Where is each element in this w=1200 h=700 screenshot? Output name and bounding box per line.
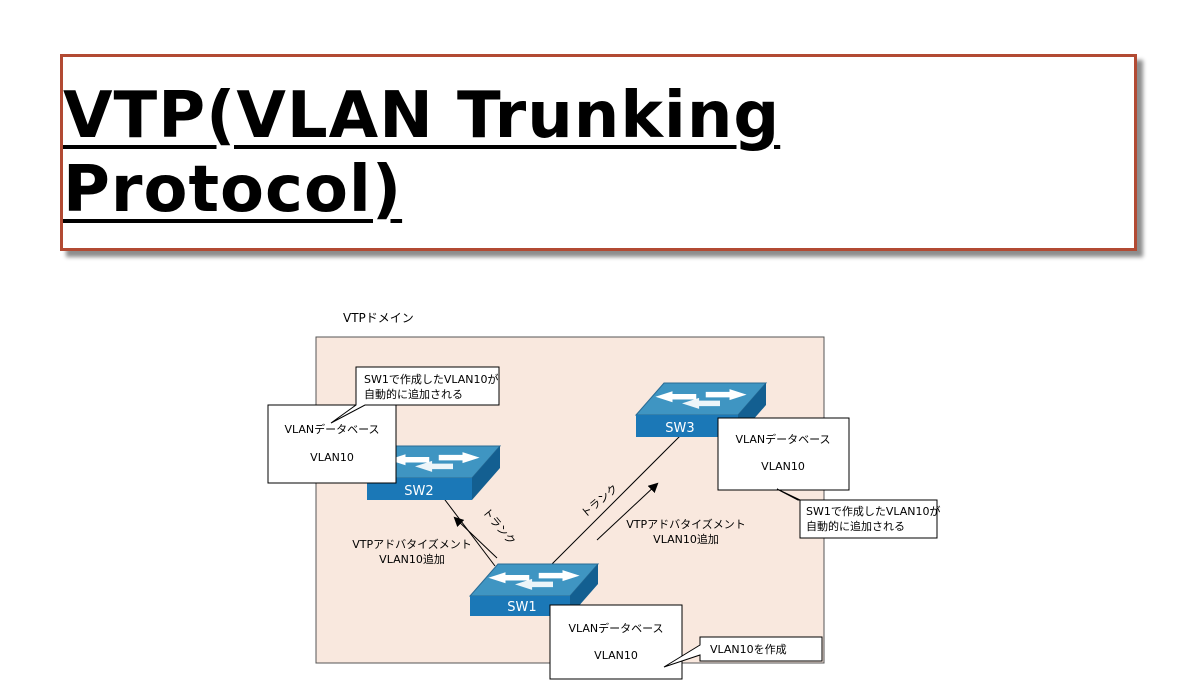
advert-arrow-to-sw2 — [453, 516, 498, 559]
vlan-database-title: VLANデータベース — [284, 422, 379, 436]
title-box: VTP(VLAN Trunking Protocol) — [60, 54, 1137, 251]
callout-sw1-text: VLAN10を作成 — [710, 643, 787, 656]
switch-sw1-label: SW1 — [507, 600, 536, 615]
vlan-database-title: VLANデータベース — [568, 621, 663, 635]
callout-sw3-line1: SW1で作成したVLAN10が — [806, 504, 941, 518]
vlan-database-entry: VLAN10 — [310, 451, 354, 464]
switch-sw2-label: SW2 — [404, 484, 433, 499]
vlan-database-sw2: VLANデータベース VLAN10 — [267, 404, 397, 484]
advert-label-left-line2: VLAN10追加 — [379, 552, 445, 566]
vlan-database-sw3: VLANデータベース VLAN10 — [717, 417, 850, 491]
switch-sw2: SW2 — [365, 445, 502, 500]
trunk-line-sw1-sw3 — [549, 435, 681, 567]
vlan-database-entry: VLAN10 — [761, 460, 805, 473]
vlan-database-entry: VLAN10 — [594, 649, 638, 662]
callout-sw2: SW1で作成したVLAN10が 自動的に追加される — [330, 366, 500, 424]
page-title: VTP(VLAN Trunking Protocol) — [63, 78, 781, 227]
switch-sw1: SW1 — [468, 563, 600, 616]
callout-sw3-line2: 自動的に追加される — [806, 519, 905, 533]
advert-arrow-to-sw3 — [596, 482, 659, 541]
vlan-database-sw1: VLANデータベース VLAN10 — [549, 604, 683, 680]
vlan-database-title: VLANデータベース — [735, 432, 830, 446]
callout-sw2-line2: 自動的に追加される — [364, 387, 463, 401]
callout-sw2-line1: SW1で作成したVLAN10が — [364, 372, 499, 386]
callout-sw3: SW1で作成したVLAN10が 自動的に追加される — [776, 488, 941, 539]
advert-label-left-line1: VTPアドバタイズメント — [352, 537, 472, 551]
domain-label: VTPドメイン — [343, 311, 414, 325]
advert-label-right-line1: VTPアドバタイズメント — [626, 517, 746, 531]
switch-sw3-label: SW3 — [665, 421, 694, 436]
trunk-line-sw1-sw2 — [435, 487, 496, 567]
callout-sw1: VLAN10を作成 — [663, 636, 823, 668]
advert-label-right-line2: VLAN10追加 — [653, 532, 719, 546]
